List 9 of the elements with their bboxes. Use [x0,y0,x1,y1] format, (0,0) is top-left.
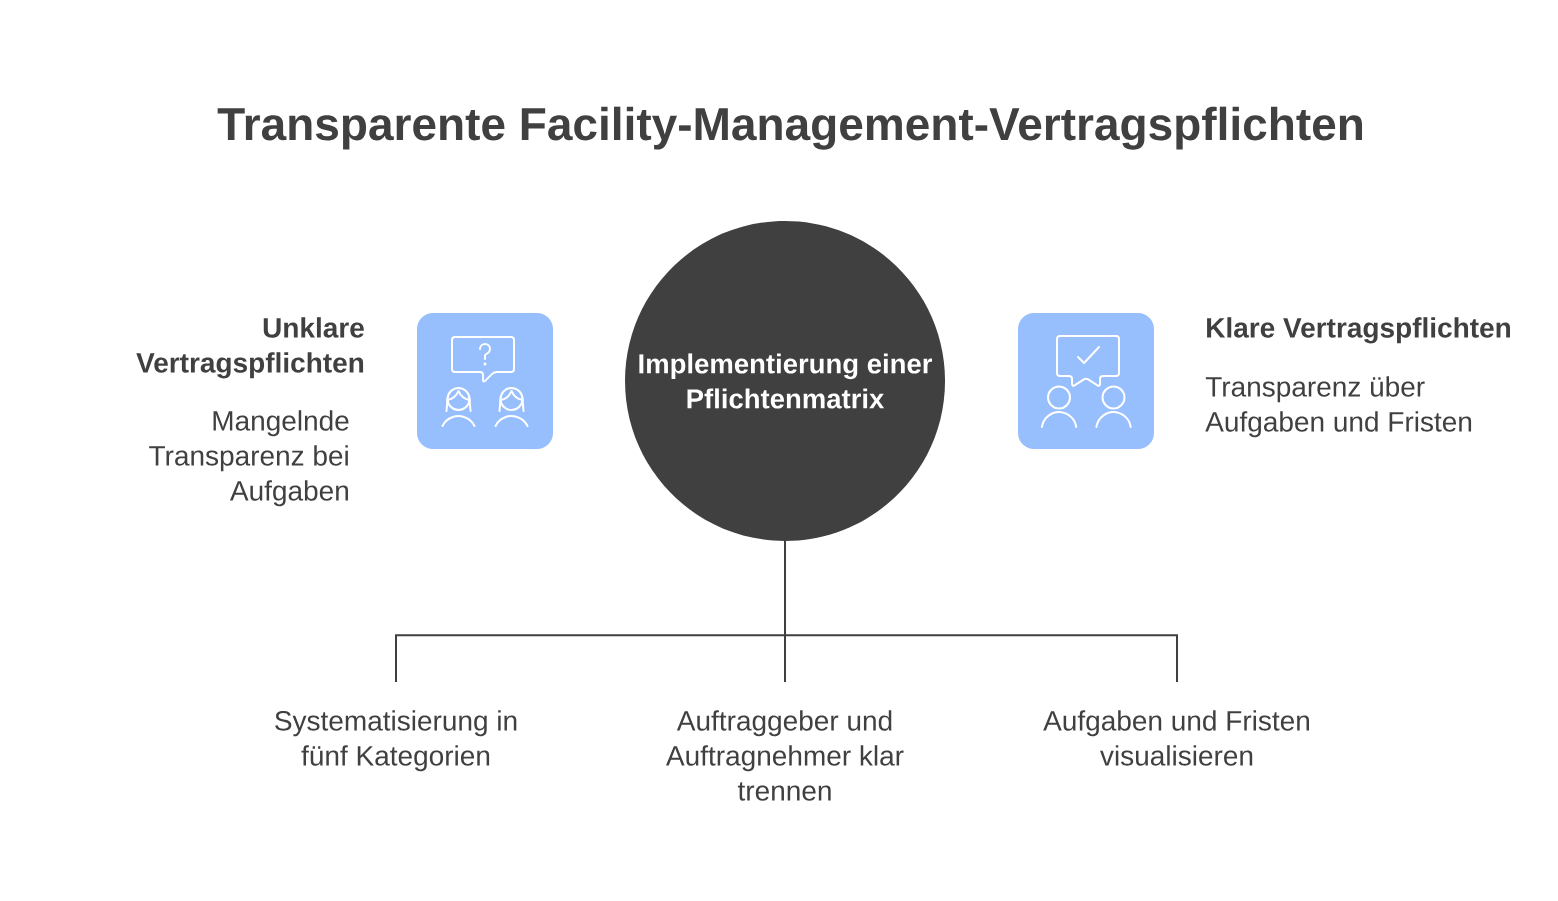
connector-line [784,540,1178,683]
branch-label: Aufgaben und Fristen visualisieren [1043,710,1309,766]
description: Transparenz über Aufgaben und Fristen [1205,376,1472,438]
description: Mangelnde Transparenz bei Aufgaben [149,410,349,507]
heading: Klare Vertragspflichten [1207,317,1510,344]
title: Transparente Facility-Management-Vertragspflichten [217,106,1362,150]
heading: Unklare Vertragspflichten [136,317,364,379]
branch-label: Systematisierung in fünf Kategorien [275,710,517,772]
branch-label: Auftraggeber und Auftragnehmer klar trennen [666,710,904,801]
